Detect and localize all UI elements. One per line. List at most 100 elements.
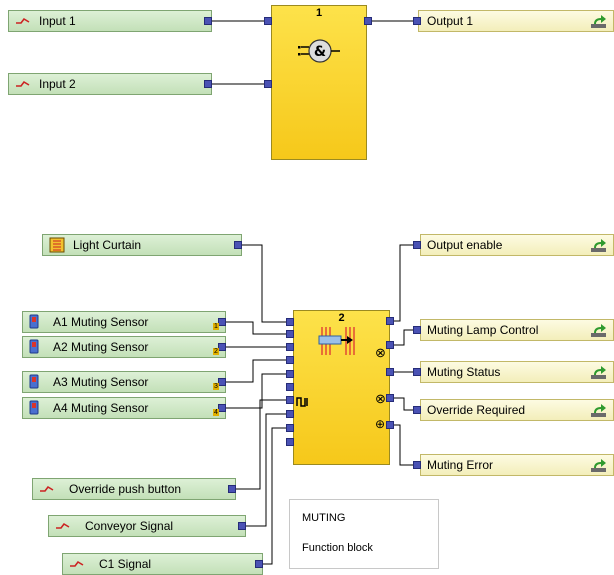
muting-sensor-icon [29, 374, 39, 389]
input-port[interactable] [286, 410, 294, 418]
output-port[interactable] [218, 378, 226, 386]
muting-sensor-icon [29, 339, 39, 354]
input-port[interactable] [286, 383, 294, 391]
a1-muting-sensor-label: A1 Muting Sensor [53, 315, 149, 329]
output-port[interactable] [218, 318, 226, 326]
input-port[interactable] [413, 326, 421, 334]
input-port[interactable] [413, 241, 421, 249]
muting-icon [318, 327, 355, 355]
signal-icon [40, 485, 54, 492]
a2-muting-sensor-box[interactable]: A2 Muting Sensor 2 [22, 336, 226, 358]
output-port[interactable] [204, 80, 212, 88]
output-port[interactable] [386, 368, 394, 376]
muting-error-box[interactable]: Muting Error [420, 454, 614, 476]
sensor-badge: 3 [213, 383, 219, 390]
output-port[interactable] [386, 421, 394, 429]
a3-muting-sensor-box[interactable]: A3 Muting Sensor 3 [22, 371, 226, 393]
output-port[interactable] [238, 522, 246, 530]
output-port[interactable] [386, 394, 394, 402]
muting-sensor-icon [29, 400, 39, 415]
input-port[interactable] [286, 318, 294, 326]
input-port[interactable] [413, 368, 421, 376]
block-number: 2 [338, 312, 345, 324]
light-curtain-box[interactable]: Light Curtain [42, 234, 242, 256]
a2-muting-sensor-label: A2 Muting Sensor [53, 340, 149, 354]
input-port[interactable] [264, 17, 272, 25]
input-1-box[interactable]: Input 1 [8, 10, 212, 32]
error-output-icon: ⊕ [375, 417, 386, 431]
signal-icon [16, 80, 30, 87]
export-arrow-icon [591, 324, 606, 337]
wire [233, 399, 286, 490]
c1-signal-label: C1 Signal [99, 557, 152, 571]
muting-function-block[interactable]: 2 ⊗ ⊗ ⊕ [293, 310, 390, 465]
override-input-icon [296, 397, 308, 407]
wire [223, 359, 286, 383]
output-port[interactable] [218, 404, 226, 412]
svg-text:&: & [314, 44, 326, 60]
input-port[interactable] [286, 438, 294, 446]
input-port[interactable] [264, 80, 272, 88]
input-port[interactable] [286, 370, 294, 378]
wire [223, 321, 286, 335]
conveyor-signal-box[interactable]: Conveyor Signal [48, 515, 246, 537]
output-port[interactable] [386, 341, 394, 349]
a3-muting-sensor-label: A3 Muting Sensor [53, 375, 149, 389]
sensor-badge: 2 [213, 348, 219, 355]
note-subtitle: Function block [302, 542, 373, 554]
wire [394, 329, 417, 346]
output-port[interactable] [234, 241, 242, 249]
muting-sensor-icon [29, 314, 39, 329]
a1-muting-sensor-box[interactable]: A1 Muting Sensor 1 [22, 311, 226, 333]
sensor-badge: 4 [213, 409, 219, 416]
output-1-box[interactable]: Output 1 [418, 10, 614, 32]
export-arrow-icon [591, 459, 606, 472]
output-port[interactable] [386, 317, 394, 325]
wire [260, 427, 286, 565]
override-required-box[interactable]: Override Required [420, 399, 614, 421]
c1-signal-box[interactable]: C1 Signal [62, 553, 263, 575]
and-function-block[interactable]: 1 & [271, 5, 367, 160]
input-port[interactable] [286, 396, 294, 404]
output-port[interactable] [364, 17, 372, 25]
signal-icon [70, 560, 84, 567]
output-port[interactable] [228, 485, 236, 493]
output-port[interactable] [255, 560, 263, 568]
input-port[interactable] [286, 343, 294, 351]
wire [223, 373, 286, 409]
override-required-label: Override Required [427, 403, 526, 417]
muting-lamp-control-label: Muting Lamp Control [427, 323, 539, 337]
export-arrow-icon [591, 366, 606, 379]
output-enable-label: Output enable [427, 238, 503, 252]
muting-note: MUTING Function block [289, 499, 439, 569]
a4-muting-sensor-box[interactable]: A4 Muting Sensor 4 [22, 397, 226, 419]
export-arrow-icon [591, 404, 606, 417]
conveyor-signal-label: Conveyor Signal [85, 519, 174, 533]
input-port[interactable] [286, 330, 294, 338]
output-port[interactable] [204, 17, 212, 25]
wire [243, 413, 286, 527]
wire [394, 244, 417, 322]
output-port[interactable] [218, 343, 226, 351]
signal-icon [56, 522, 70, 529]
input-port[interactable] [413, 17, 421, 25]
muting-status-label: Muting Status [427, 365, 501, 379]
muting-status-box[interactable]: Muting Status [420, 361, 614, 383]
and-gate-icon: & [298, 39, 340, 63]
input-port[interactable] [413, 461, 421, 469]
input-port[interactable] [413, 406, 421, 414]
block-number: 1 [315, 7, 323, 19]
muting-lamp-control-box[interactable]: Muting Lamp Control [420, 319, 614, 341]
input-port[interactable] [286, 424, 294, 432]
input-port[interactable] [286, 356, 294, 364]
light-curtain-label: Light Curtain [73, 238, 142, 252]
note-title: MUTING [302, 512, 346, 524]
output-enable-box[interactable]: Output enable [420, 234, 614, 256]
export-arrow-icon [591, 15, 606, 28]
output-1-label: Output 1 [427, 14, 474, 28]
wire [394, 424, 417, 466]
override-push-button-box[interactable]: Override push button [32, 478, 236, 500]
a4-muting-sensor-label: A4 Muting Sensor [53, 401, 149, 415]
input-2-label: Input 2 [39, 77, 76, 91]
input-2-box[interactable]: Input 2 [8, 73, 212, 95]
